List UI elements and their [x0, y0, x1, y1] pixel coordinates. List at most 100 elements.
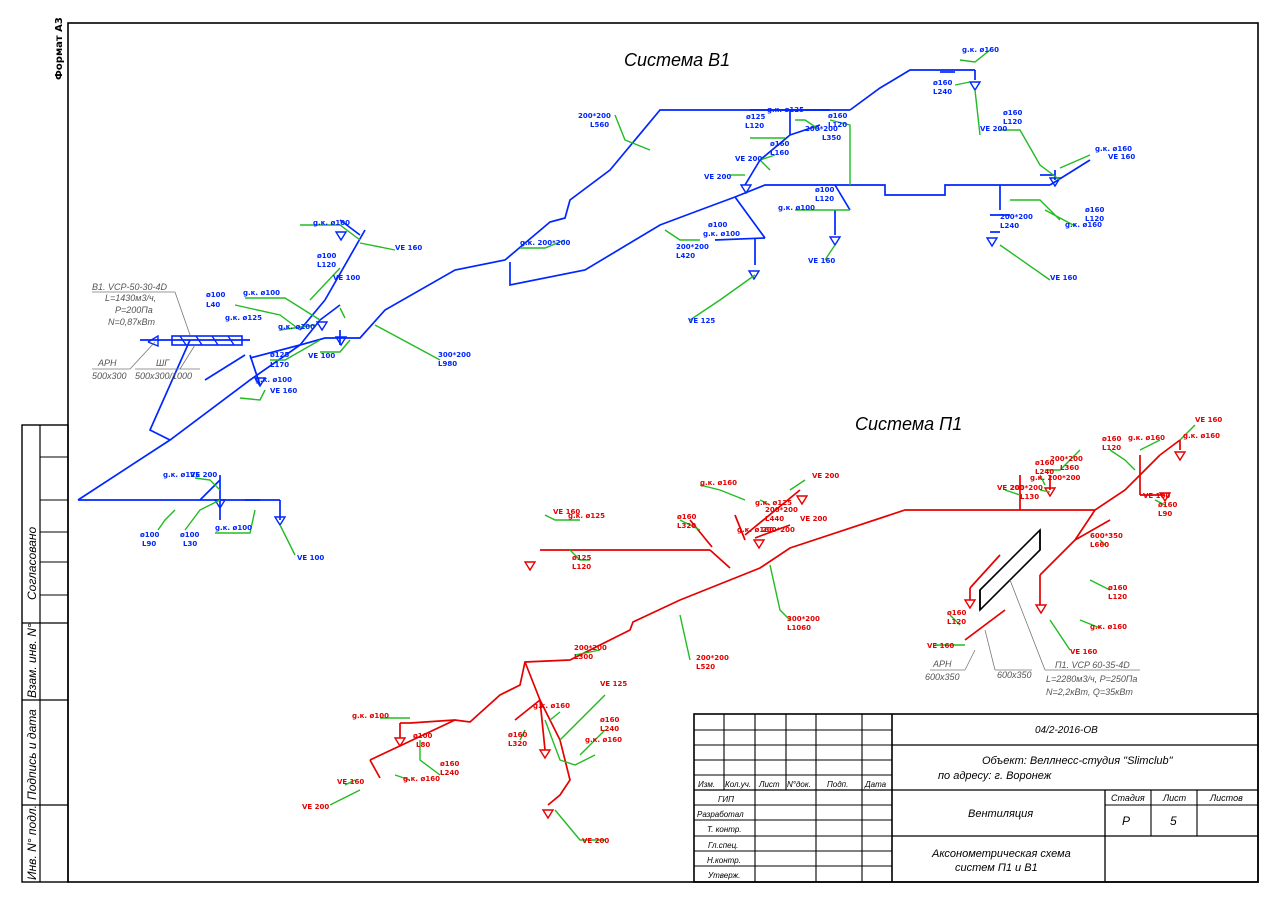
b1-label: ø160 — [1085, 206, 1105, 214]
p1-label: L120 — [1102, 444, 1121, 452]
b1-label: VE 160 — [1050, 274, 1077, 282]
p1-label: L120 — [572, 563, 591, 571]
b1-label: L120 — [815, 195, 834, 203]
b1-label: ø160 — [828, 112, 848, 120]
p1-label: VE 200 — [997, 484, 1024, 492]
p1-label: VE 160 — [1143, 492, 1170, 500]
b1-label: VE 160 — [270, 387, 297, 395]
b1-label: L560 — [590, 121, 609, 129]
p1-label: ø160 — [508, 731, 528, 739]
b1-label: L120 — [317, 261, 336, 269]
stage-label: Стадия — [1111, 793, 1145, 803]
p1-label: L660 — [1090, 541, 1109, 549]
p1-arn-size: 600х350 — [925, 672, 960, 682]
p1-label: L320 — [677, 522, 696, 530]
b1-label: VE 160 — [808, 257, 835, 265]
p1-label: g.к. ø160 — [1090, 623, 1127, 631]
p1-unit-name: П1. VCP 60-35-4D — [1055, 660, 1130, 670]
b1-shg-label: ШГ — [156, 358, 170, 368]
b1-label: g.к. ø160 — [962, 46, 999, 54]
b1-label: 300*200 — [438, 351, 471, 359]
b1-leaders — [157, 49, 1091, 556]
stamp-inv-orig: Инв. N° подл. — [25, 805, 39, 880]
b1-label: g.к. ø160 — [1065, 221, 1102, 229]
diffuser-icon — [315, 321, 329, 332]
p1-label: L1060 — [787, 624, 811, 632]
b1-unit-flow: L=1430м3/ч, — [105, 293, 156, 303]
diffuser-icon — [1173, 451, 1187, 462]
b1-label: VE 100 — [297, 554, 324, 562]
p1-label: g.к. ø160 — [1128, 434, 1165, 442]
b1-label: L240 — [1000, 222, 1019, 230]
b1-label: ø100 — [206, 291, 226, 299]
diffuser-icon — [541, 809, 555, 820]
b1-label: g.к. ø125 — [163, 471, 200, 479]
b1-label: g.к. ø100 — [255, 376, 292, 384]
sheets-label: Листов — [1209, 793, 1243, 803]
object-line-2: по адресу: г. Воронеж — [938, 770, 1052, 782]
b1-label: ø160 — [1003, 109, 1023, 117]
b1-arn-size: 500х300 — [92, 371, 127, 381]
b1-label: 200*200 — [1000, 213, 1033, 221]
diffuser-icon — [968, 81, 982, 92]
b1-labels: ø100 L40 g.к. ø100 g.к. ø125 g.к. ø100 ø… — [140, 46, 1135, 562]
b1-label: VE 100 — [333, 274, 360, 282]
b1-label: g.к. ø100 — [703, 230, 740, 238]
b1-label: VE 160 — [1108, 153, 1135, 161]
p1-label: 300*200 — [787, 615, 820, 623]
title-block — [693, 713, 1259, 883]
p1-label: L90 — [1158, 510, 1172, 518]
b1-label: 200*200 — [676, 243, 709, 251]
diffuser-icon — [739, 184, 753, 195]
b1-unit-callout: В1. VCP-50-30-4D L=1430м3/ч, P=200Па N=0… — [92, 282, 200, 381]
b1-label: ø125 — [270, 351, 290, 359]
diffuser-icon — [963, 599, 977, 610]
p1-label: ø160 — [1108, 584, 1128, 592]
b1-label: ø100 — [180, 531, 200, 539]
b1-label: VE 200 — [190, 471, 217, 479]
diffuser-icon — [795, 495, 809, 506]
diffuser-icon — [523, 561, 537, 572]
section-name: Вентиляция — [968, 808, 1033, 820]
b1-label: ø125 — [746, 113, 766, 121]
p1-label: VE 200 — [302, 803, 329, 811]
p1-label: VE 160 — [1195, 416, 1222, 424]
p1-label: VE 200 — [812, 472, 839, 480]
b1-label: g.к. ø100 — [778, 204, 815, 212]
p1-label: VE 125 — [600, 680, 627, 688]
p1-label: L520 — [696, 663, 715, 671]
drawing-title-2: систем П1 и В1 — [955, 862, 1038, 874]
p1-label: ø160 — [947, 609, 967, 617]
b1-label: ø100 — [140, 531, 160, 539]
p1-label: 200*200 — [765, 506, 798, 514]
p1-arn-label: АРН — [932, 659, 952, 669]
b1-label: L420 — [676, 252, 695, 260]
p1-label: L360 — [1060, 464, 1079, 472]
p1-label: g.к. 200*200 — [1030, 474, 1081, 482]
b1-label: VE 125 — [688, 317, 715, 325]
b1-label: g.к. ø100 — [243, 289, 280, 297]
role-label: Н.контр. — [707, 856, 741, 865]
p1-label: ø160 — [440, 760, 460, 768]
col-header: Дата — [864, 780, 887, 789]
b1-label: VE 200 — [735, 155, 762, 163]
sheet-frame — [67, 22, 1259, 883]
b1-label: L240 — [933, 88, 952, 96]
p1-label: 200*200 — [1010, 484, 1043, 492]
p1-label: VE 160 — [927, 642, 954, 650]
left-stamp: Согласовано Взам. инв. N° Подпись и дата… — [21, 424, 69, 883]
b1-label: g.к. ø100 — [278, 323, 315, 331]
b1-label: g.к. ø125 — [225, 314, 262, 322]
p1-label: L240 — [600, 725, 619, 733]
p1-unit-flow: L=2280м3/ч, P=250Па — [1046, 674, 1137, 684]
b1-label: L90 — [142, 540, 156, 548]
role-label: Разработал — [697, 810, 744, 819]
b1-unit-power: N=0,87кВт — [108, 317, 156, 327]
b1-label: 200*200 — [578, 112, 611, 120]
b1-label: ø100 — [317, 252, 337, 260]
b1-label: L120 — [1085, 215, 1104, 223]
b1-diffusers — [213, 81, 1062, 527]
p1-label: L120 — [1108, 593, 1127, 601]
diffuser-icon — [334, 336, 348, 347]
diffuser-icon — [253, 377, 267, 388]
